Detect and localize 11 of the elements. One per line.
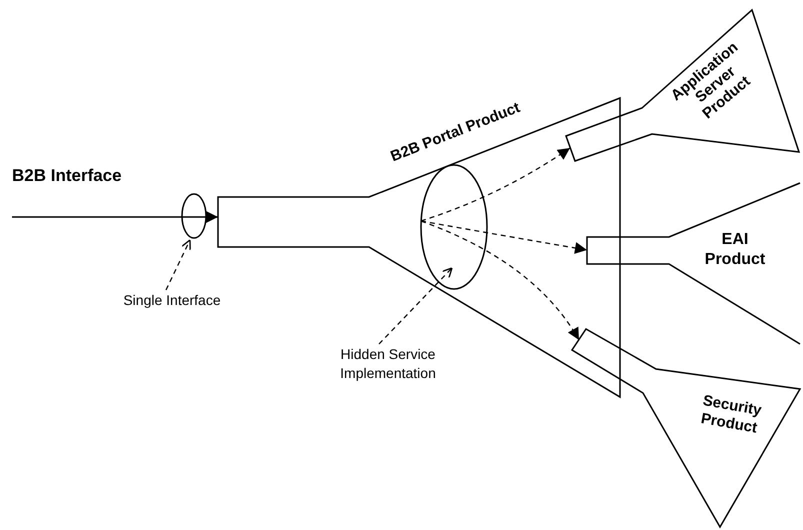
annotation-text: Single Interface (122, 291, 222, 310)
annotation-text: Hidden Service Implementation (339, 345, 437, 383)
arrow (420, 148, 570, 222)
node-label: EAI Product (704, 230, 766, 270)
edge-label: B2B Interface (12, 165, 122, 187)
arrow (420, 220, 588, 254)
arrow (12, 211, 218, 223)
node-label: Security Product (698, 391, 764, 439)
arrow (420, 220, 580, 340)
leader-line (165, 239, 191, 290)
leader-line (378, 267, 453, 344)
